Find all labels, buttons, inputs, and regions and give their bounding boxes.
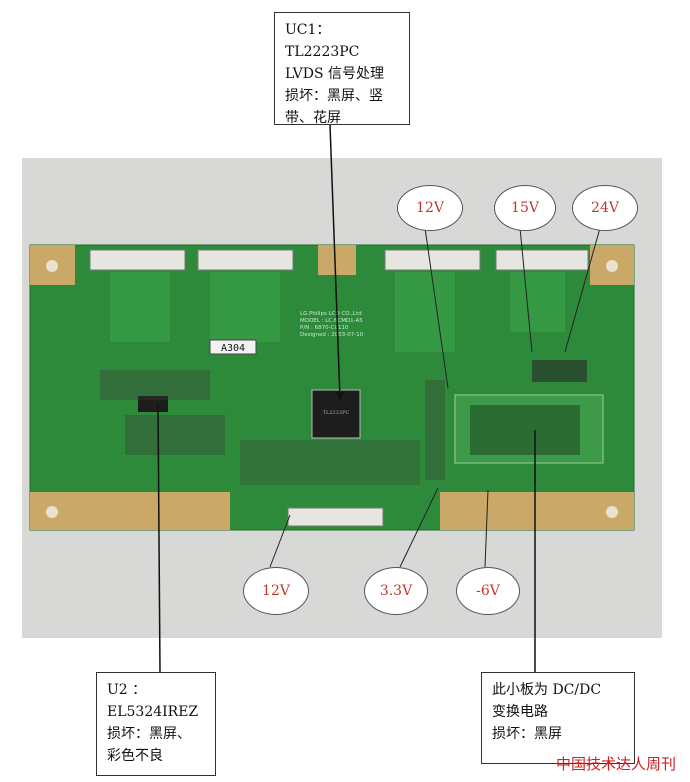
leader-neg6v (484, 489, 489, 568)
leader-uc1 (329, 124, 341, 399)
connector-1 (89, 249, 186, 271)
mount-hole (46, 260, 58, 272)
component-cluster (125, 415, 225, 455)
component-cluster (532, 360, 587, 382)
ic-uc1 (311, 389, 361, 439)
bottom-pad-left (30, 492, 230, 530)
silk-line1: LG.Philips LCD CO.,Ltd (300, 311, 362, 317)
component-cluster (425, 380, 445, 480)
traces (110, 272, 170, 342)
silk-line4: Designed : 2003-07-10 (300, 332, 364, 338)
connector-bottom (287, 507, 384, 527)
mount-hole (606, 260, 618, 272)
connector-4 (495, 249, 589, 271)
traces (210, 272, 280, 342)
top-pad-mid (318, 245, 356, 275)
mount-hole (606, 506, 618, 518)
component-cluster (240, 440, 420, 485)
callout-u2: U2 ： EL5324IREZ 损坏：黑屏、 彩色不良 (96, 672, 216, 776)
label-tag (209, 339, 257, 355)
voltage-12v-top: 12V (397, 185, 463, 231)
leader-3v3 (399, 487, 439, 568)
bottom-pad-right (440, 492, 634, 530)
connector-3 (384, 249, 481, 271)
voltage-12v-bottom: 12V (243, 567, 309, 615)
ic-u2 (138, 396, 168, 412)
mount-hole (46, 506, 58, 518)
ic-label: TL2223PC (323, 410, 350, 416)
silk-line3: P/N : 6870-C0110 (300, 325, 349, 331)
leader-12v-bottom (269, 514, 291, 568)
dcdc-components (470, 405, 580, 455)
label-tag-text: A304 (221, 343, 245, 354)
leader-24v (564, 227, 601, 353)
voltage-3v3: 3.3V (364, 567, 428, 615)
voltage-neg6v: -6V (456, 567, 520, 615)
voltage-15v: 15V (494, 185, 556, 231)
voltage-24v: 24V (572, 185, 638, 231)
component-cluster (100, 370, 210, 400)
silk-line2: MODEL : LC.6CMD1-A5 (300, 318, 363, 324)
watermark: 中国技术达人周刊 (555, 755, 676, 773)
callout-dcdc: 此小板为 DC/DC 变换电路 损坏：黑屏 (481, 672, 635, 764)
leader-12v-top (424, 227, 449, 389)
traces (395, 272, 455, 352)
callout-uc1: UC1：TL2223PC LVDS 信号处理 损坏：黑屏、竖 带、花屏 (274, 12, 410, 126)
leader-u2 (157, 403, 161, 673)
leader-15v (519, 227, 533, 353)
traces (510, 272, 565, 332)
connector-2 (197, 249, 294, 271)
